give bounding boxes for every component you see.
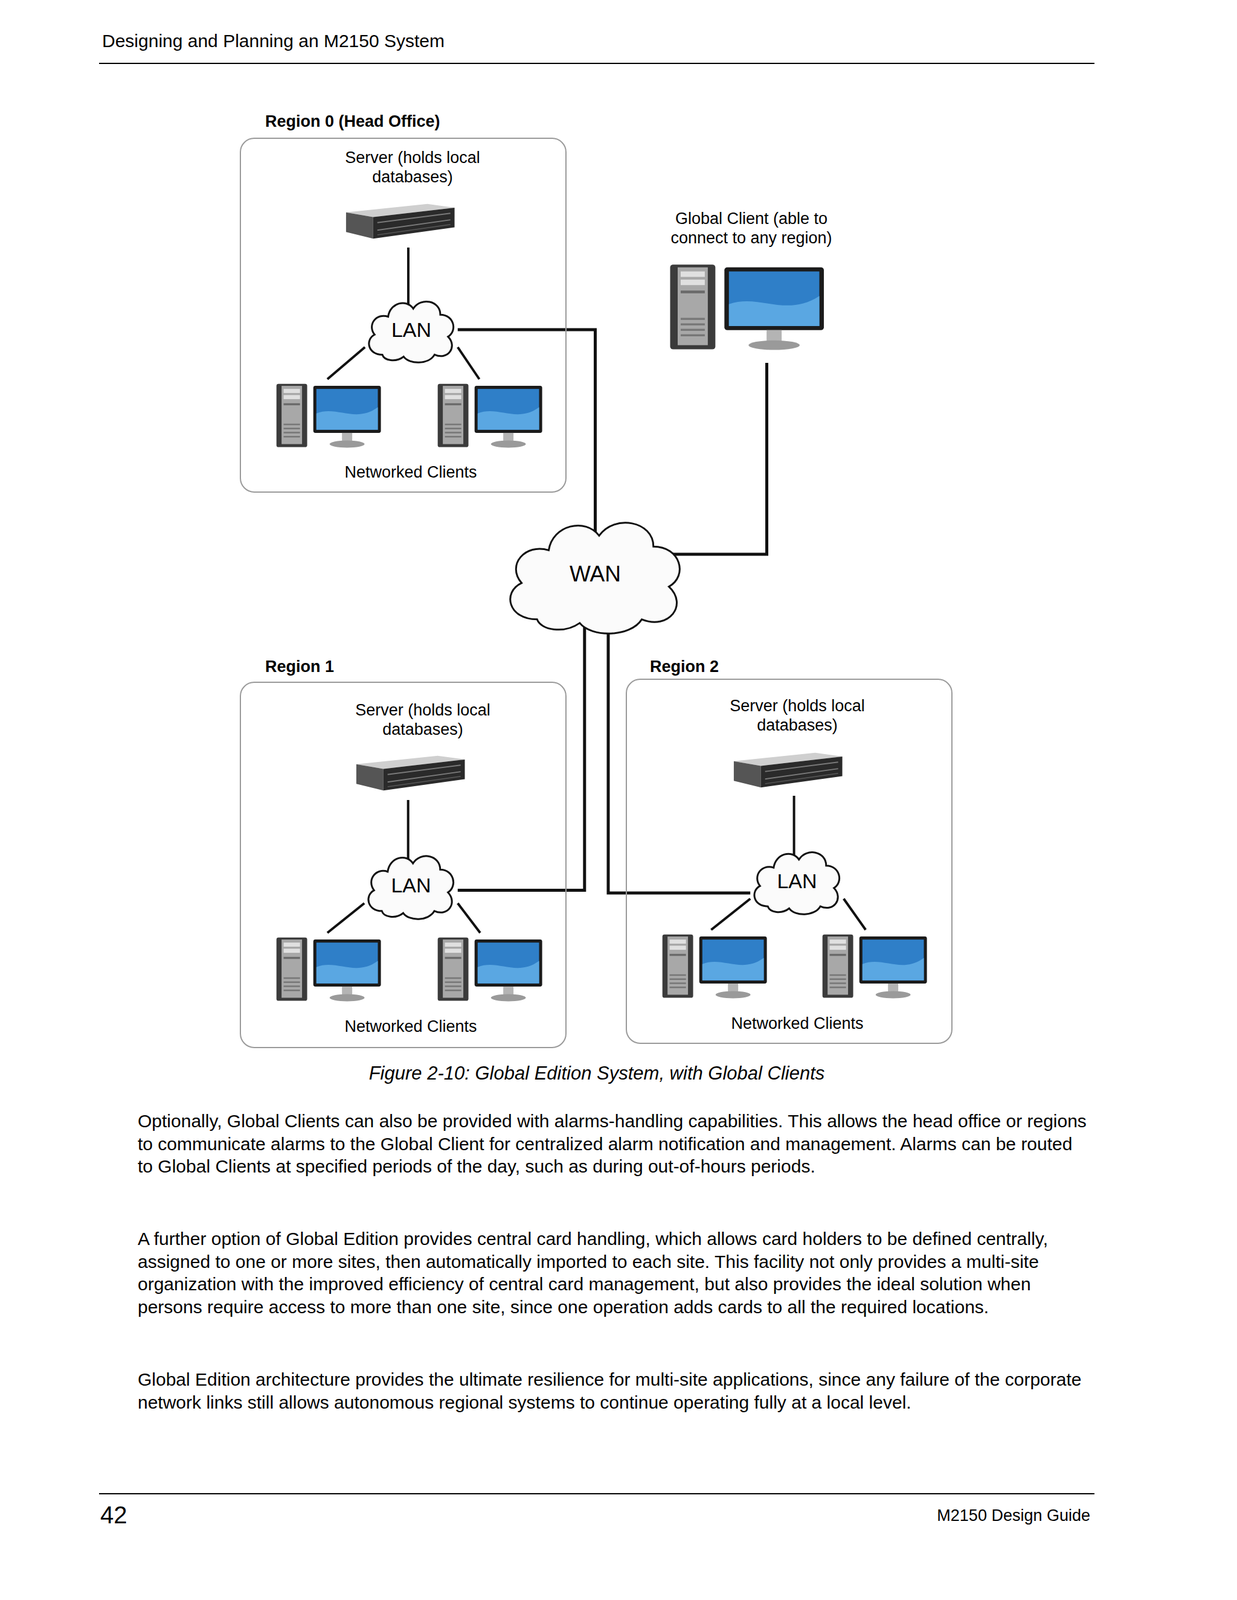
server-icon — [341, 201, 457, 244]
network-label: WAN — [569, 561, 621, 587]
global-client-label: Global Client (able to connect to any re… — [660, 208, 842, 248]
server-icon — [729, 750, 845, 793]
computer-icon — [275, 936, 383, 1004]
network-cloud: LAN — [362, 849, 460, 922]
server-label: Server (holds local databases) — [337, 147, 489, 187]
client-group: Networked Clients — [658, 930, 937, 1036]
region-heading: Region 2 — [649, 657, 719, 677]
server-icon — [352, 753, 467, 796]
server-icon-box — [729, 750, 845, 793]
footer-rule — [99, 1493, 1095, 1495]
network-link — [608, 618, 751, 894]
network-link — [457, 329, 596, 536]
region-box: Region 0 (Head Office)Server (holds loca… — [239, 137, 567, 493]
network-cloud: WAN — [498, 510, 693, 638]
server-label: Server (holds local databases) — [721, 696, 873, 736]
computer-icon — [436, 382, 545, 450]
region-box: Region 1Server (holds local databases)LA… — [239, 681, 567, 1049]
global-client: Global Client (able to connect to any re… — [653, 208, 850, 364]
computer-icon — [275, 382, 383, 450]
region-box: Region 2Server (holds local databases)LA… — [625, 678, 953, 1045]
computer-icon — [821, 933, 929, 1001]
region-heading: Region 0 (Head Office) — [265, 111, 441, 132]
page-number: 42 — [100, 1502, 128, 1529]
figure-caption: Figure 2-10: Global Edition System, with… — [294, 1063, 899, 1085]
computer-icon — [661, 933, 769, 1001]
client-computer — [821, 933, 929, 1001]
client-group: Networked Clients — [271, 379, 550, 486]
client-computer — [436, 382, 545, 450]
server-node: Server (holds local databases) — [330, 147, 495, 248]
computer-icon — [668, 263, 827, 353]
server-label: Server (holds local databases) — [347, 700, 499, 740]
network-label: LAN — [776, 869, 817, 893]
client-computer — [275, 382, 383, 450]
network-link — [327, 903, 365, 934]
running-footer: M2150 Design Guide — [785, 1506, 1091, 1526]
body-paragraph: Optionally, Global Clients can also be p… — [137, 1110, 1093, 1179]
region-heading: Region 1 — [265, 657, 335, 677]
body-paragraph: A further option of Global Edition provi… — [137, 1227, 1093, 1319]
clients-label: Networked Clients — [271, 1017, 550, 1037]
network-link — [457, 903, 481, 934]
computer-icon — [436, 936, 545, 1004]
server-node: Server (holds local databases) — [341, 700, 505, 801]
network-link — [327, 347, 365, 380]
client-computer — [275, 936, 383, 1004]
network-link — [843, 899, 866, 931]
server-icon-box — [352, 753, 467, 796]
server-icon-box — [341, 201, 457, 244]
client-computer — [661, 933, 769, 1001]
network-link — [710, 899, 751, 931]
network-cloud: LAN — [363, 294, 460, 365]
network-label: LAN — [391, 318, 432, 342]
global-client-computer — [668, 263, 827, 353]
client-group: Networked Clients — [271, 933, 550, 1039]
running-header: Designing and Planning an M2150 System — [102, 30, 445, 52]
client-computer — [436, 936, 545, 1004]
clients-label: Networked Clients — [658, 1014, 937, 1034]
network-cloud: LAN — [748, 845, 846, 917]
network-link — [457, 347, 480, 380]
header-rule — [99, 62, 1095, 65]
body-paragraph: Global Edition architecture provides the… — [137, 1368, 1093, 1414]
server-node: Server (holds local databases) — [715, 696, 879, 797]
clients-label: Networked Clients — [271, 462, 550, 482]
network-label: LAN — [390, 873, 431, 897]
network-link — [663, 363, 768, 555]
